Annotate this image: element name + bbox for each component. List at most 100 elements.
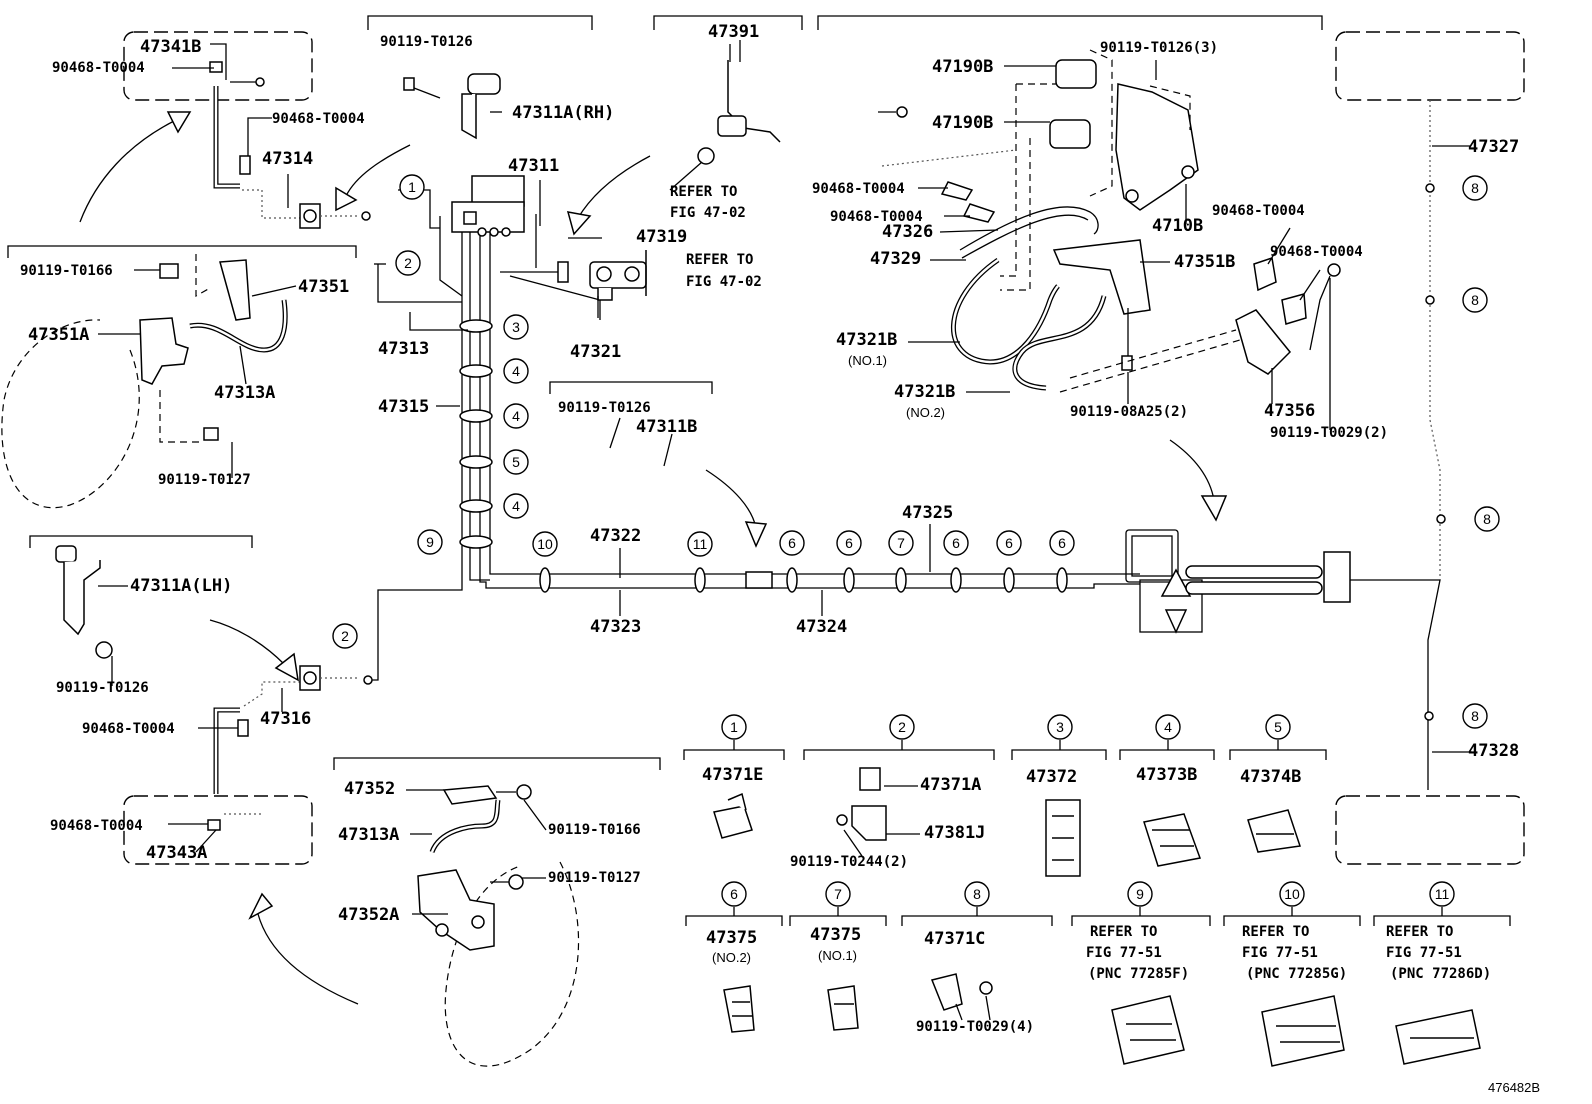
callout-circle xyxy=(721,714,747,740)
part-label-refer-fig-47-02-b2: FIG 47-02 xyxy=(686,274,762,290)
callout-c2-leg: 2 xyxy=(889,714,915,740)
part-label-90119-08A25-2: 90119-08A25(2) xyxy=(1070,404,1188,420)
callout-number: 8 xyxy=(1471,292,1479,308)
callout-number: 1 xyxy=(408,179,416,195)
callout-c3-a: 3 xyxy=(503,314,529,340)
part-label-refer-9-1: REFER TO xyxy=(1090,924,1157,940)
callout-number: 6 xyxy=(1005,535,1013,551)
part-label-47375-no2: 47375 xyxy=(706,928,757,948)
part-label-47341B: 47341B xyxy=(140,37,201,57)
callout-number: 3 xyxy=(512,319,520,335)
callout-c8-a: 8 xyxy=(1462,175,1488,201)
part-label-90468-T0004-g: 90468-T0004 xyxy=(82,721,175,737)
part-label-47311A-RH: 47311A(RH) xyxy=(512,103,614,123)
part-label-90468-T0004-e: 90468-T0004 xyxy=(1212,203,1305,219)
part-label-47351: 47351 xyxy=(298,277,349,297)
callout-c8-c: 8 xyxy=(1474,506,1500,532)
part-label-90119-T0126-a: 90119-T0126 xyxy=(380,34,473,50)
callout-number: 10 xyxy=(1284,886,1300,902)
part-label-47324: 47324 xyxy=(796,617,847,637)
callout-number: 5 xyxy=(512,454,520,470)
part-label-90468-T0004-h: 90468-T0004 xyxy=(50,818,143,834)
part-label-47343A: 47343A xyxy=(146,843,207,863)
part-label-47372: 47372 xyxy=(1026,767,1077,787)
callout-c11-leg: 11 xyxy=(1429,881,1455,907)
part-label-47351A: 47351A xyxy=(28,325,89,345)
part-label-47313A-b: 47313A xyxy=(338,825,399,845)
label-layer: 47341B90468-T000490119-T012647311A(RH)47… xyxy=(20,22,1540,1095)
callout-circle xyxy=(1462,287,1488,313)
callout-number: 6 xyxy=(1058,535,1066,551)
part-label-figure-id: 476482B xyxy=(1488,1080,1540,1095)
parts-top-right xyxy=(878,49,1341,393)
part-label-47375-no1-sub: (NO.1) xyxy=(818,948,857,963)
callout-circle xyxy=(417,529,443,555)
leader-lines xyxy=(98,43,1472,1021)
part-label-47313: 47313 xyxy=(378,339,429,359)
callout-c8-d: 8 xyxy=(1462,703,1488,729)
part-label-47190B-a: 47190B xyxy=(932,57,993,77)
callout-c5-leg: 5 xyxy=(1265,714,1291,740)
callout-c4-c: 4 xyxy=(503,493,529,519)
callout-c4-leg: 4 xyxy=(1155,714,1181,740)
parts-lower-left xyxy=(55,545,373,831)
callout-c1-leg: 1 xyxy=(721,714,747,740)
part-label-47323: 47323 xyxy=(590,617,641,637)
part-label-47371C: 47371C xyxy=(924,929,985,949)
callout-c8-leg: 8 xyxy=(964,881,990,907)
part-label-47321B-no2: 47321B xyxy=(894,382,955,402)
part-label-90119-T0029-4: 90119-T0029(4) xyxy=(916,1019,1034,1035)
part-label-47321B-no1-sub: (NO.1) xyxy=(848,353,887,368)
callout-c6-b: 6 xyxy=(836,530,862,556)
callout-number: 11 xyxy=(1435,886,1450,902)
part-label-90468-T0004-d: 90468-T0004 xyxy=(830,209,923,225)
part-label-90468-T0004-a: 90468-T0004 xyxy=(52,60,145,76)
part-label-47315: 47315 xyxy=(378,397,429,417)
callout-number: 2 xyxy=(404,255,412,271)
callout-circle xyxy=(395,250,421,276)
part-label-47316: 47316 xyxy=(260,709,311,729)
callout-number: 6 xyxy=(845,535,853,551)
legend-clips xyxy=(713,767,1481,1067)
callout-circle xyxy=(532,531,558,557)
callout-circle xyxy=(503,358,529,384)
callout-circle xyxy=(1429,881,1455,907)
callout-circle xyxy=(825,881,851,907)
part-label-90119-T0166-b: 90119-T0166 xyxy=(548,822,641,838)
wheel-outlines xyxy=(1,319,580,1067)
callout-circle xyxy=(836,530,862,556)
part-label-47374B: 47374B xyxy=(1240,767,1301,787)
callout-c9-leg: 9 xyxy=(1127,881,1153,907)
callout-c6-e: 6 xyxy=(1049,530,1075,556)
part-label-47351B: 47351B xyxy=(1174,252,1235,272)
part-label-47375-no1: 47375 xyxy=(810,925,861,945)
callout-c5-a: 5 xyxy=(503,449,529,475)
callout-circle xyxy=(889,714,915,740)
callout-c2-top: 2 xyxy=(395,250,421,276)
group-brackets xyxy=(7,15,1511,926)
callout-number: 7 xyxy=(897,535,905,551)
part-label-47313A-a: 47313A xyxy=(214,383,275,403)
callout-number: 2 xyxy=(341,628,349,644)
part-label-90119-T0127-b: 90119-T0127 xyxy=(548,870,641,886)
callout-c4-a: 4 xyxy=(503,358,529,384)
part-label-refer-fig-47-02-a1: REFER TO xyxy=(670,184,737,200)
parts-left-mid xyxy=(139,254,288,443)
part-label-47375-no2-sub: (NO.2) xyxy=(712,950,751,965)
callout-circle xyxy=(964,881,990,907)
part-label-90119-T0126-b: 90119-T0126 xyxy=(558,400,651,416)
callout-number: 10 xyxy=(537,536,553,552)
callout-number: 8 xyxy=(1483,511,1491,527)
callout-number: 3 xyxy=(1056,719,1064,735)
part-label-90119-T0244-2: 90119-T0244(2) xyxy=(790,854,908,870)
callout-number: 9 xyxy=(1136,886,1144,902)
callout-number: 4 xyxy=(512,408,520,424)
callout-circle xyxy=(503,314,529,340)
part-label-47325: 47325 xyxy=(902,503,953,523)
callout-c1-top: 1 xyxy=(399,174,425,200)
callout-number: 2 xyxy=(898,719,906,735)
callout-number: 6 xyxy=(788,535,796,551)
callout-c7-leg: 7 xyxy=(825,881,851,907)
callout-number: 6 xyxy=(952,535,960,551)
